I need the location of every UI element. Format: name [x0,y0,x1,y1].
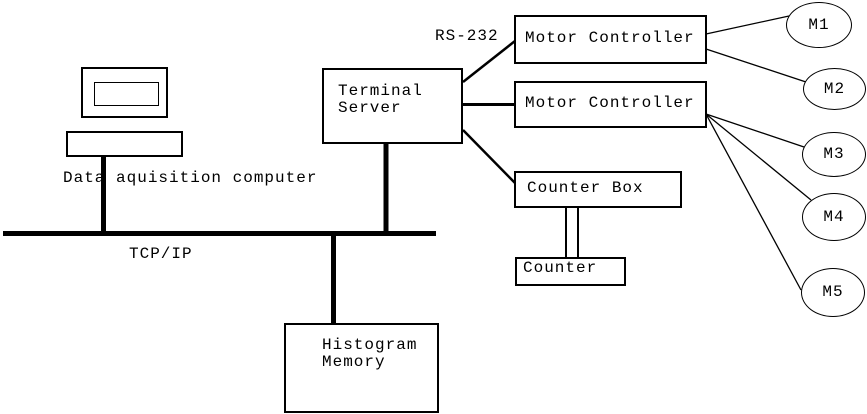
motor-m3-node: M3 [802,132,866,177]
terminal-server-to-counter-box-line [462,129,517,185]
motor-m5-node: M5 [801,268,865,317]
motor-controller-2-label: Motor Controller [525,94,695,112]
histogram-memory-box: Histogram Memory [284,323,439,413]
motor-m1-label: M1 [808,15,830,34]
motor-controller-1-to-m2-line [705,48,807,83]
tcp-ip-label: TCP/IP [129,245,193,263]
counter-box-box: Counter Box [514,171,682,208]
motor-m2-label: M2 [823,79,846,98]
motor-controller-2-to-m4-line [705,113,812,201]
terminal-server-label-line1: Terminal [338,82,423,100]
histogram-memory-label-line2: Memory [322,353,386,371]
computer-monitor-icon [81,67,168,118]
motor-m1-node: M1 [786,2,852,48]
histogram-memory-label-line1: Histogram [322,336,418,354]
motor-controller-1-label: Motor Controller [525,29,695,47]
counter-label: Counter [523,259,598,277]
counter-box: Counter [515,257,626,286]
motor-m3-label: M3 [823,145,845,163]
computer-screen-icon [94,82,159,106]
computer-keyboard-icon [66,131,183,157]
data-acquisition-computer-label: Data aquisition computer [63,169,318,187]
motor-controller-2-to-m5-line [705,113,802,291]
motor-m2-node: M2 [803,68,866,110]
terminal-server-box: Terminal Server [322,68,463,144]
rs-232-label: RS-232 [435,27,499,45]
motor-controller-1-to-m1-line [705,15,790,35]
motor-m4-node: M4 [802,193,866,241]
terminal-server-to-motor-controller-1-line [462,40,516,83]
motor-controller-1-box: Motor Controller [514,15,707,64]
motor-m4-label: M4 [823,207,845,226]
motor-controller-2-box: Motor Controller [514,81,707,128]
counter-box-label: Counter Box [527,179,644,197]
motor-controller-2-to-m3-line [705,113,805,148]
terminal-server-label-line2: Server [338,99,402,117]
motor-m5-label: M5 [822,283,844,301]
